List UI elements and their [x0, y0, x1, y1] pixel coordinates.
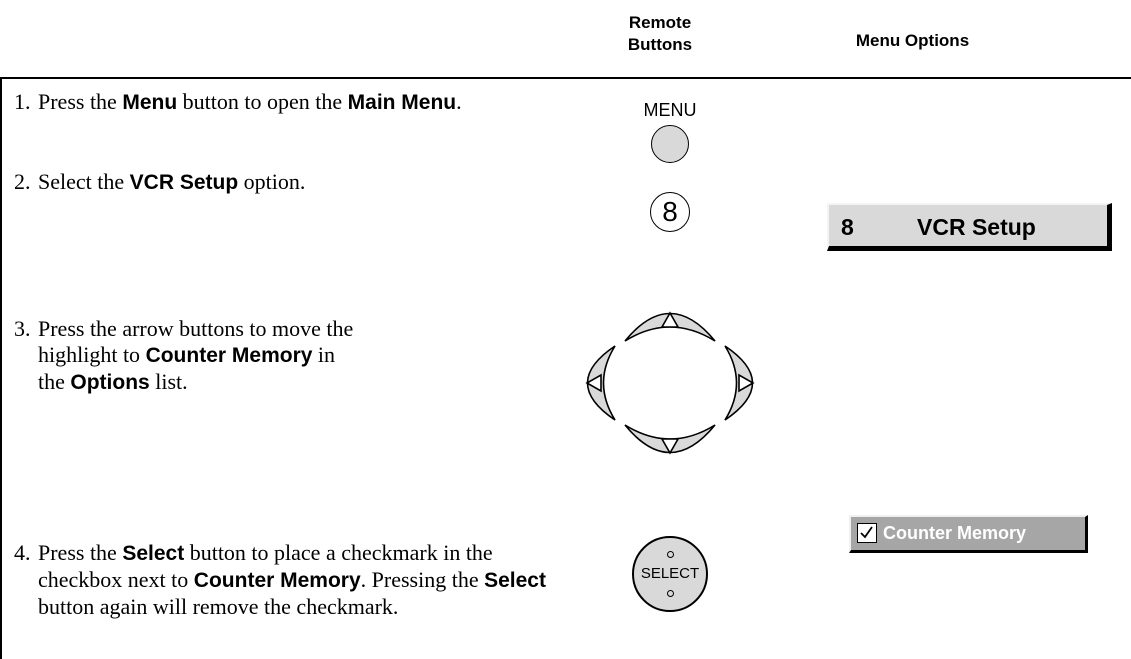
menu-options-header: Menu Options [855, 31, 970, 50]
step-1: 1. Press the Menu button to open the Mai… [14, 89, 574, 116]
menu-button-label: MENU [643, 100, 697, 120]
select-dot-icon [667, 551, 674, 558]
keyword: Select [122, 542, 185, 565]
counter-memory-option: Counter Memory [849, 515, 1088, 553]
header-rule [0, 77, 1131, 79]
option-label: VCR Setup [917, 214, 1036, 240]
step-number: 1. [14, 89, 31, 114]
step-number: 3. [14, 316, 31, 341]
down-arrow-button [624, 424, 716, 454]
select-button-icon: SELECT [632, 536, 708, 612]
left-arrow-icon [585, 373, 602, 393]
checkbox [857, 523, 877, 543]
left-rule [0, 77, 2, 659]
step-text: Press the Menu button to open the Main M… [38, 89, 462, 114]
arrow-pad-icon [585, 311, 755, 455]
select-dot-icon [667, 590, 674, 597]
step-text: Select the VCR Setup option. [38, 169, 306, 194]
down-arrow-icon [660, 438, 680, 455]
keyword: Options [70, 371, 150, 394]
select-button-label: SELECT [640, 565, 700, 582]
step-text: Press the arrow buttons to move the high… [38, 316, 354, 394]
step-4: 4. Press the Select button to place a ch… [14, 540, 574, 620]
step-number: 4. [14, 540, 31, 565]
remote-buttons-header-line2: Buttons [627, 35, 693, 54]
keyword: Counter Memory [193, 569, 361, 592]
remote-buttons-header: Remote Buttons [590, 12, 730, 56]
step-text: Press the Select button to place a check… [38, 540, 546, 619]
menu-button-icon [651, 125, 689, 163]
keyword: VCR Setup [129, 171, 239, 194]
vcr-setup-option: 8 VCR Setup [827, 203, 1112, 251]
number-8-button-icon: 8 [650, 192, 690, 232]
checkmark-icon [860, 526, 873, 539]
up-arrow-button [624, 312, 716, 342]
keyword: Select [484, 569, 546, 592]
keyword: Menu [122, 91, 178, 114]
step-number: 2. [14, 169, 31, 194]
up-arrow-icon [660, 311, 680, 328]
option-label: Counter Memory [883, 523, 1027, 543]
keyword: Counter Memory [145, 344, 313, 367]
keyword: Main Menu [347, 91, 457, 114]
step-3: 3. Press the arrow buttons to move the h… [14, 316, 574, 396]
right-arrow-icon [738, 373, 755, 393]
step-2: 2. Select the VCR Setup option. [14, 169, 574, 196]
option-number: 8 [841, 214, 854, 240]
remote-buttons-header-line1: Remote [628, 13, 692, 32]
